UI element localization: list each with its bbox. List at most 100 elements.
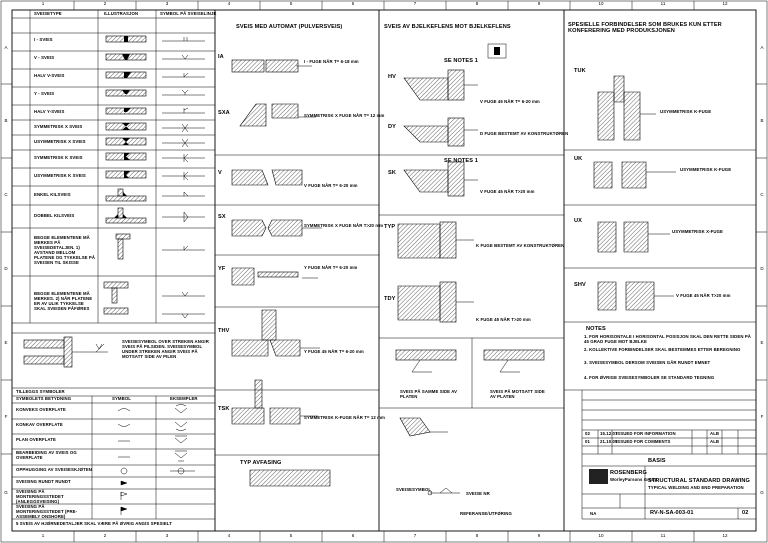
bevel-illustrations (395, 43, 545, 437)
automat-label: SXA (218, 110, 230, 116)
automat-title: SVEIS MED AUTOMAT (PULVERSVEIS) (236, 24, 343, 30)
col-label: 11 (660, 1, 666, 6)
col-label: 6 (351, 533, 355, 538)
rev-desc: ISSUED FOR INFORMATION (616, 431, 676, 436)
rev-date: 15.12.07 (600, 431, 618, 436)
supplementary-footnote: 5 SVEIS AV HJØRNEDETALJER SKAL VÆRE PÅ Ø… (16, 521, 172, 526)
notes-item: 4. FOR ØVRIGE SVEISESYMBOLER SE STANDARD… (584, 375, 715, 380)
table-row-label: V - SVEIS (34, 55, 55, 60)
table-row-label: DOBBEL KILSVEIS (34, 213, 75, 218)
arrow-note-illustration (23, 336, 108, 368)
row-label: B (760, 118, 764, 123)
bevel-note: V FUGE 45 NÅR T= 6-20 mm (480, 99, 540, 104)
supplementary-title: TILLEGGS SYMBOLER (16, 389, 65, 394)
row-label: F (4, 414, 8, 419)
bevel-note: D FUGE BESTEMT AV KONSTRUKTØREN (480, 131, 569, 136)
automat-label: YF (218, 266, 226, 272)
basis-label: BASIS (648, 458, 666, 464)
notes-title: NOTES (586, 326, 606, 332)
row-label: C (760, 192, 764, 197)
bevel-label: HV (388, 74, 396, 80)
special-note: USYMMETRISK K-FUGE (680, 167, 732, 172)
col-label: 2 (103, 533, 107, 538)
see-notes: SE NOTES 1 (444, 158, 478, 164)
col-label: 7 (413, 1, 417, 6)
table-row-label: I - SVEIS (34, 37, 53, 42)
supplementary-row: SVEISING RUNDT RUNDT (16, 479, 71, 484)
legend-label: SVEISESYMBOL (396, 487, 432, 492)
special-note: USYMMETRISK X-FUGE (672, 229, 723, 234)
see-notes: SE NOTES 1 (444, 58, 478, 64)
automat-note: V FUGE NÅR T= 6-20 mm (304, 183, 358, 188)
col-label: 5 (289, 1, 293, 6)
bevel-dividers (379, 154, 564, 409)
special-illustrations (593, 75, 655, 311)
table-row-label: HALV V-SVEIS (34, 73, 65, 78)
table-row-label: SYMMETRISK K SVEIS (34, 155, 83, 160)
notes-item: 3. SVEISESYMBOL DERSOM SVEISEN GÅR RUNDT… (584, 360, 711, 365)
row-label: A (4, 45, 8, 50)
supplementary-symbols (117, 404, 195, 515)
col-label: 12 (722, 1, 728, 6)
automat-note: Y FUGE NÅR T= 6-20 mm (304, 265, 358, 270)
bevel-note: K FUGE BESTEMT AV KONSTRUKTØREN (476, 243, 565, 248)
company-sub: WorleyParsons Group (610, 477, 658, 482)
company-logo (589, 469, 608, 484)
notes-item: 2. KOLLEKTIVE FORBINDELSER SKAL BESTEMME… (584, 347, 741, 352)
drawing-title: STRUCTURAL STANDARD DRAWING (648, 478, 750, 484)
row-label: C (4, 192, 8, 197)
col-label: 4 (227, 533, 231, 538)
automat-illustrations (231, 59, 331, 487)
table-header: SVEISETYPE (34, 11, 62, 16)
special-label: TUK (574, 68, 586, 74)
supplementary-header: SYMBOL (112, 396, 131, 401)
col-label: 7 (413, 533, 417, 538)
drawing-subtitle: TYPICAL WELDING AND END PREPARATION (648, 485, 744, 490)
automat-label: THV (218, 328, 230, 334)
table-note-2: BEGGE ELEMENTENE MÅ MERKES. 2) NÅR PLATE… (34, 291, 93, 311)
bevel-label: DY (388, 124, 396, 130)
special-dividers (564, 149, 756, 391)
special-label: UK (574, 156, 583, 162)
col-label: 10 (598, 533, 604, 538)
automat-label: V (218, 170, 222, 176)
col-label: 8 (475, 1, 479, 6)
supplementary-row: OPPHUGGING AV SVEISESKJØTEN (16, 467, 93, 472)
automat-note: SYMMETRISK X FUGE NÅR T= 12 mm (304, 113, 385, 118)
row-label: A (760, 45, 764, 50)
legend-caption: REFERANSE/UTFØRING (460, 511, 512, 516)
col-label: 8 (475, 533, 479, 538)
bevel-caption: SVEIS PÅ MOTSATT SIDE AV PLATEN (490, 389, 545, 399)
company-name: ROSENBERG (610, 470, 647, 476)
bevel-label: SK (388, 170, 396, 176)
col-label: 2 (103, 1, 107, 6)
col-label: 6 (351, 1, 355, 6)
table-row-label: ENKEL KILSVEIS (34, 192, 71, 197)
rev-desc: ISSUED FOR COMMENTS (616, 439, 671, 444)
col-label: 12 (722, 533, 728, 538)
table-row-label: USYMMETRISK K SVEIS (34, 173, 86, 178)
row-label: F (760, 414, 764, 419)
bevel-title: SVEIS AV BJELKEFLENS MOT BJELKEFLENS (384, 24, 511, 30)
table-note-1: BEGGE ELEMENTENE MÅ MERKES PÅ SVEISEDETA… (34, 235, 96, 265)
automat-dividers (215, 154, 379, 456)
table-row-label: SYMMETRISK X SVEIS (34, 124, 83, 129)
col-label: 3 (165, 1, 169, 6)
rev-by: ALB (710, 439, 720, 444)
table-symbols (162, 37, 205, 319)
row-label: D (4, 266, 8, 271)
automat-label: SX (218, 214, 226, 220)
supplementary-row: SVEISING PÅ MONTERINGSSTEDET (ANLEGGSVEI… (16, 489, 64, 504)
rev-number: 01 (585, 439, 590, 444)
automat-note: I - FUGE NÅR T= 6-18 mm (304, 59, 359, 64)
row-label: G (760, 490, 764, 495)
col-label: 9 (537, 533, 541, 538)
supplementary-row: BEARBEIDING AV SVEIS OG OVERFLATE (16, 450, 77, 460)
notes-item: 1. FOR HORISONTALE I HORISONTAL POSISJON… (584, 334, 751, 344)
drawing-number: RV-N-SA-003-01 (650, 510, 694, 516)
supplementary-row: SVEISING PÅ MONTERINGSSTEDET (PRE-ASSEMB… (16, 504, 78, 519)
col-label: 9 (537, 1, 541, 6)
col-label: 3 (165, 533, 169, 538)
automat-note: SYMMETRISK X FUGE NÅR T>20 mm (304, 223, 384, 228)
